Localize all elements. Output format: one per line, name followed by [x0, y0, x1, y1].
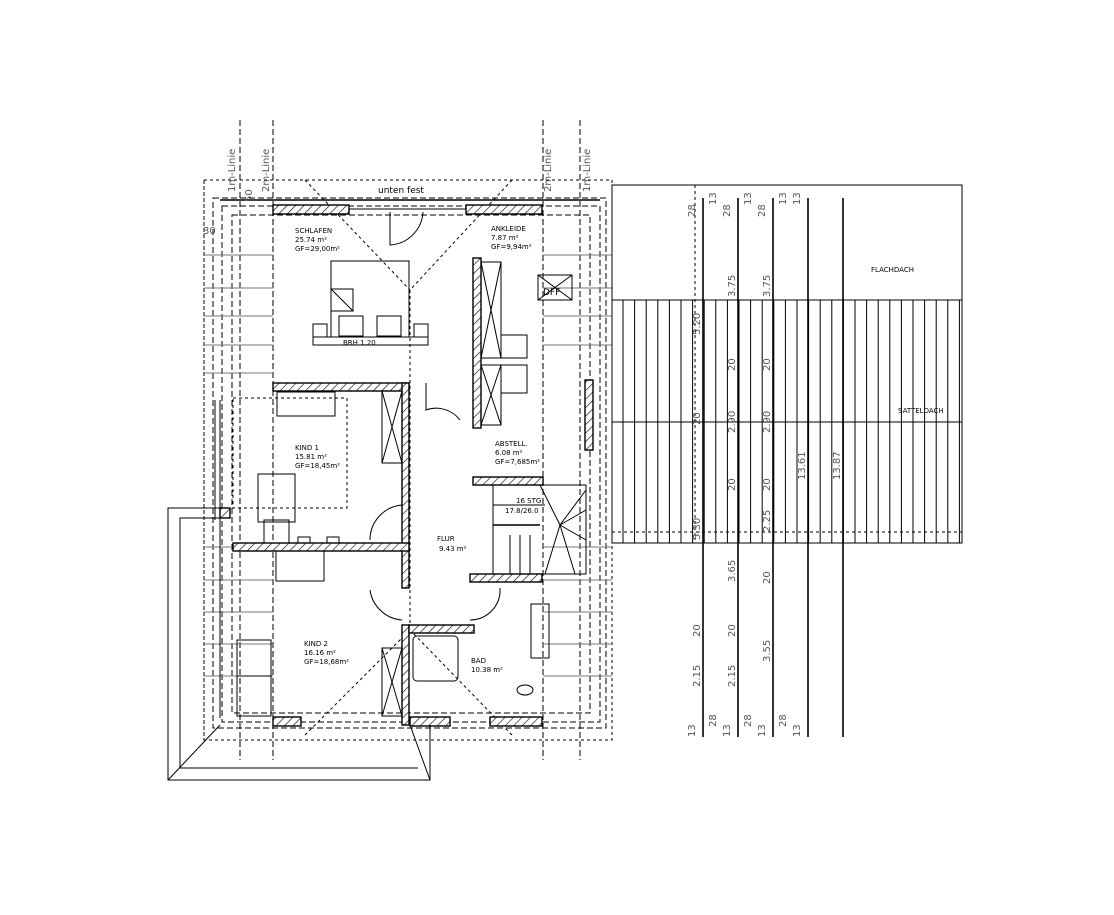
- dim-label: 5.20: [692, 313, 703, 335]
- room-flur-name: FLUR: [437, 535, 455, 543]
- dim-label: 20: [727, 624, 738, 637]
- dim-label: 3.65: [727, 560, 738, 582]
- dim-label: 2.25: [762, 510, 773, 532]
- stair-steps: 16 STG: [516, 497, 541, 505]
- skylight-label: DFF: [543, 288, 560, 298]
- dim-50: 50: [244, 189, 255, 202]
- dim-label: 13.61: [797, 451, 808, 480]
- dim-label: 13: [708, 192, 719, 205]
- room-ankleide-area: 7.87 m²: [491, 234, 519, 242]
- dim-label: 5.30: [692, 518, 703, 540]
- dim-label: 2.15: [692, 665, 703, 687]
- room-bad-area: 10.38 m²: [471, 666, 503, 674]
- line-1m-left: 1m-Linie: [227, 149, 238, 192]
- dim-label: 28: [687, 204, 698, 217]
- gable-roof-label: SATTELDACH: [898, 407, 944, 415]
- dim-label: 13: [722, 724, 733, 737]
- dim-label: 20: [692, 412, 703, 425]
- dim-label: 3.75: [762, 275, 773, 297]
- sill-height-label: BRH 1.20: [343, 339, 376, 347]
- doors[interactable]: [369, 211, 501, 621]
- stair-ratio: 17.8/26.0: [505, 507, 539, 515]
- dimension-chains: 28 13 5.20 20 5.30 20 2.15 13 28 28 13 3…: [687, 185, 844, 737]
- room-abstell-area: 6.08 m²: [495, 449, 523, 457]
- dim-label: 28: [757, 204, 768, 217]
- room-schlafen-gf: GF=29,00m²: [295, 245, 340, 253]
- dim-label: 3.75: [727, 275, 738, 297]
- room-schlafen-name: SCHLAFEN: [295, 227, 332, 235]
- dim-30: 30: [203, 226, 216, 237]
- dim-label: 13: [687, 724, 698, 737]
- dim-label: 20: [727, 478, 738, 491]
- dim-label: 2.90: [727, 411, 738, 433]
- wardrobes: [381, 261, 573, 717]
- roof-plan: FLACHDACH SATTELDACH: [611, 184, 963, 544]
- room-labels: unten fest 1m-Linie 2m-Linie 2m-Linie 1m…: [203, 149, 593, 674]
- room-flur-area: 9.43 m²: [439, 545, 467, 553]
- room-abstell-name: ABSTELL.: [495, 440, 528, 448]
- line-1m-right: 1m-Linie: [582, 149, 593, 192]
- room-bad-name: BAD: [471, 657, 486, 665]
- room-kind2-gf: GF=18,68m²: [304, 658, 349, 666]
- dim-label: 13: [743, 192, 754, 205]
- dim-label: 13: [778, 192, 789, 205]
- window-note: unten fest: [378, 186, 424, 196]
- dim-label: 13: [792, 724, 803, 737]
- dim-label: 13.87: [832, 451, 843, 480]
- staircase: [492, 484, 587, 575]
- dim-label: 20: [762, 358, 773, 371]
- room-schlafen-area: 25.74 m²: [295, 236, 327, 244]
- dim-label: 20: [727, 358, 738, 371]
- dim-label: 13: [792, 192, 803, 205]
- dim-label: 28: [708, 714, 719, 727]
- dim-label: 28: [722, 204, 733, 217]
- dim-label: 13: [757, 724, 768, 737]
- room-ankleide-name: ANKLEIDE: [491, 225, 526, 233]
- dim-label: 20: [762, 571, 773, 584]
- furniture: [232, 260, 550, 717]
- dim-label: 28: [743, 714, 754, 727]
- dim-label: 20: [762, 478, 773, 491]
- line-2m-left: 2m-Linie: [261, 149, 272, 192]
- flat-roof-label: FLACHDACH: [871, 266, 914, 274]
- room-kind1-area: 15.81 m²: [295, 453, 327, 461]
- room-kind2-area: 16.16 m²: [304, 649, 336, 657]
- dim-label: 3.55: [762, 640, 773, 662]
- setback-lines: [203, 120, 613, 760]
- room-ankleide-gf: GF=9,94m²: [491, 243, 532, 251]
- dim-label: 2.15: [727, 665, 738, 687]
- dim-label: 2.90: [762, 411, 773, 433]
- dim-label: 20: [692, 624, 703, 637]
- room-kind1-name: KIND 1: [295, 444, 319, 452]
- line-2m-right: 2m-Linie: [543, 149, 554, 192]
- lower-extension: [167, 507, 431, 781]
- dim-label: 28: [778, 714, 789, 727]
- room-kind2-name: KIND 2: [304, 640, 328, 648]
- room-kind1-gf: GF=18,45m²: [295, 462, 340, 470]
- room-abstell-gf: GF=7,685m²: [495, 458, 540, 466]
